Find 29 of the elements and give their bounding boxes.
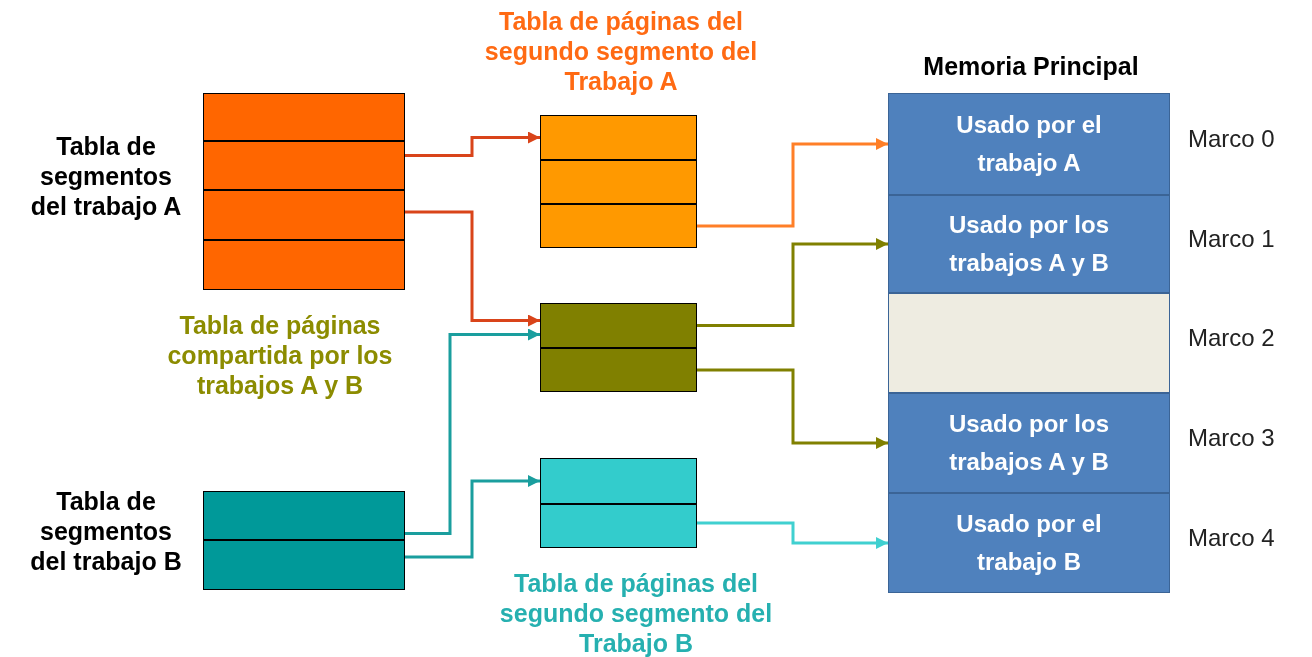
memory-frame — [888, 195, 1170, 293]
table-heading: Tabla de segmentos del trabajo B — [29, 486, 183, 576]
table-row — [540, 160, 697, 204]
connector-arrow — [405, 475, 540, 559]
connector-arrow — [697, 368, 888, 449]
frame-label: Marco 4 — [1188, 523, 1275, 553]
table-row — [203, 190, 405, 240]
connector-arrow — [405, 131, 540, 157]
connector-arrow — [405, 210, 540, 327]
frame-text: Usado por los trabajos A y B — [948, 210, 1110, 278]
frame-label: Marco 1 — [1188, 224, 1275, 254]
empty-memory-frame — [888, 293, 1170, 393]
frame-text: Usado por el trabajo A — [955, 110, 1103, 178]
table-heading: Tabla de páginas compartida por los trabajos A y B — [166, 310, 394, 400]
table-heading: Tabla de páginas del segundo segmento del Trabajo B — [498, 568, 774, 657]
frame-text: Usado por los trabajos A y B — [948, 409, 1110, 477]
table-heading: Memoria Principal — [922, 51, 1140, 81]
memory-frame — [888, 393, 1170, 493]
table-heading: Tabla de segmentos del trabajo A — [29, 131, 183, 221]
frame-label: Marco 2 — [1188, 323, 1275, 353]
table-row — [203, 141, 405, 190]
frame-text: Usado por el trabajo B — [955, 509, 1103, 577]
frame-label: Marco 3 — [1188, 423, 1275, 453]
connector-arrow — [697, 238, 888, 327]
connector-arrow — [697, 521, 888, 549]
frame-label: Marco 0 — [1188, 124, 1275, 154]
connector-arrow — [405, 328, 540, 535]
connector-arrow — [697, 138, 888, 228]
table-heading: Tabla de páginas del segundo segmento del Trabajo A — [483, 6, 759, 96]
